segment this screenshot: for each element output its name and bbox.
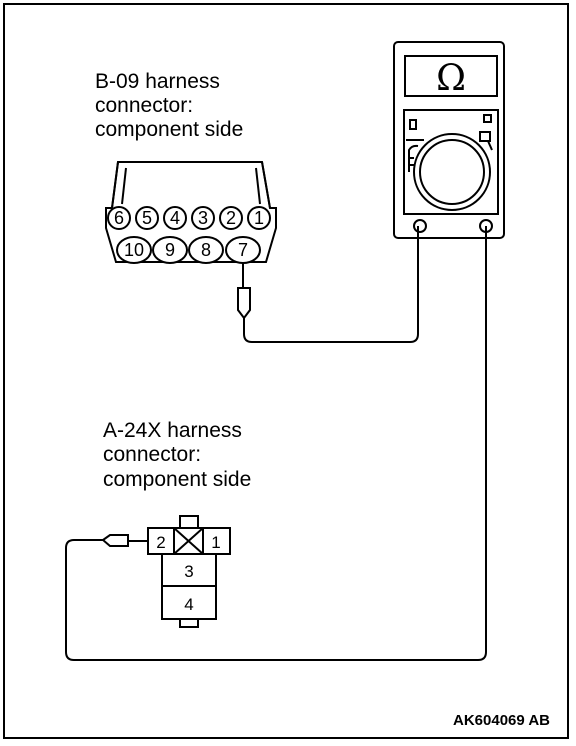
b09-connector: 6 5 4 3 2 1 10 9 8 7 <box>105 161 277 264</box>
b09-pin-label-3: 3 <box>198 208 208 228</box>
meter-display <box>404 55 498 97</box>
b09-pin-1 <box>247 206 271 230</box>
multimeter: Ω <box>393 41 505 239</box>
a24x-pin-label-3: 3 <box>184 562 193 581</box>
b09-label-line-2: connector: <box>95 94 193 117</box>
b09-pin-label-9: 9 <box>165 240 175 260</box>
b09-pin-2 <box>219 206 243 230</box>
b09-pin-label-6: 6 <box>114 208 124 228</box>
b09-pin-label-8: 8 <box>201 240 211 260</box>
a24x-pin-label-2: 2 <box>156 533 165 552</box>
b09-pin-3 <box>191 206 215 230</box>
a24x-connector: 2 1 3 4 <box>147 515 231 628</box>
b09-pin-label-4: 4 <box>170 208 180 228</box>
b09-label-line-1: B-09 harness <box>95 70 220 93</box>
wire-b09-to-meter <box>243 226 419 343</box>
meter-ohm-symbol: Ω <box>436 58 466 99</box>
probe-a24x <box>101 534 150 547</box>
probe-b09 <box>237 262 251 326</box>
b09-pin-4 <box>163 206 187 230</box>
b09-pin-9 <box>152 236 188 264</box>
b09-label-line-3: component side <box>95 118 243 141</box>
b09-label: B-09 harness connector: component side <box>95 70 243 141</box>
a24x-pin-label-1: 1 <box>211 533 220 552</box>
b09-pin-6 <box>107 206 131 230</box>
b09-pin-10 <box>116 236 152 264</box>
meter-dial <box>413 133 491 211</box>
b09-pin-label-5: 5 <box>142 208 152 228</box>
diagram-frame <box>3 3 569 739</box>
b09-pin-label-1: 1 <box>254 208 264 228</box>
b09-pin-5 <box>135 206 159 230</box>
a24x-label: A-24X harness connector: component side <box>103 419 251 491</box>
a24x-label-line-1: A-24X harness <box>103 419 242 442</box>
wire-meter-to-a24x <box>65 226 487 661</box>
a24x-cell-4 <box>161 585 217 620</box>
b09-pin-label-10: 10 <box>124 240 144 260</box>
a24x-label-line-3: component side <box>103 468 251 491</box>
meter-jack-left <box>413 219 427 233</box>
b09-pin-8 <box>188 236 224 264</box>
reference-code: AK604069 AB <box>453 712 550 729</box>
a24x-pin-label-4: 4 <box>184 595 193 614</box>
a24x-label-line-2: connector: <box>103 443 201 466</box>
b09-pin-label-2: 2 <box>226 208 236 228</box>
b09-pin-label-7: 7 <box>238 240 248 260</box>
